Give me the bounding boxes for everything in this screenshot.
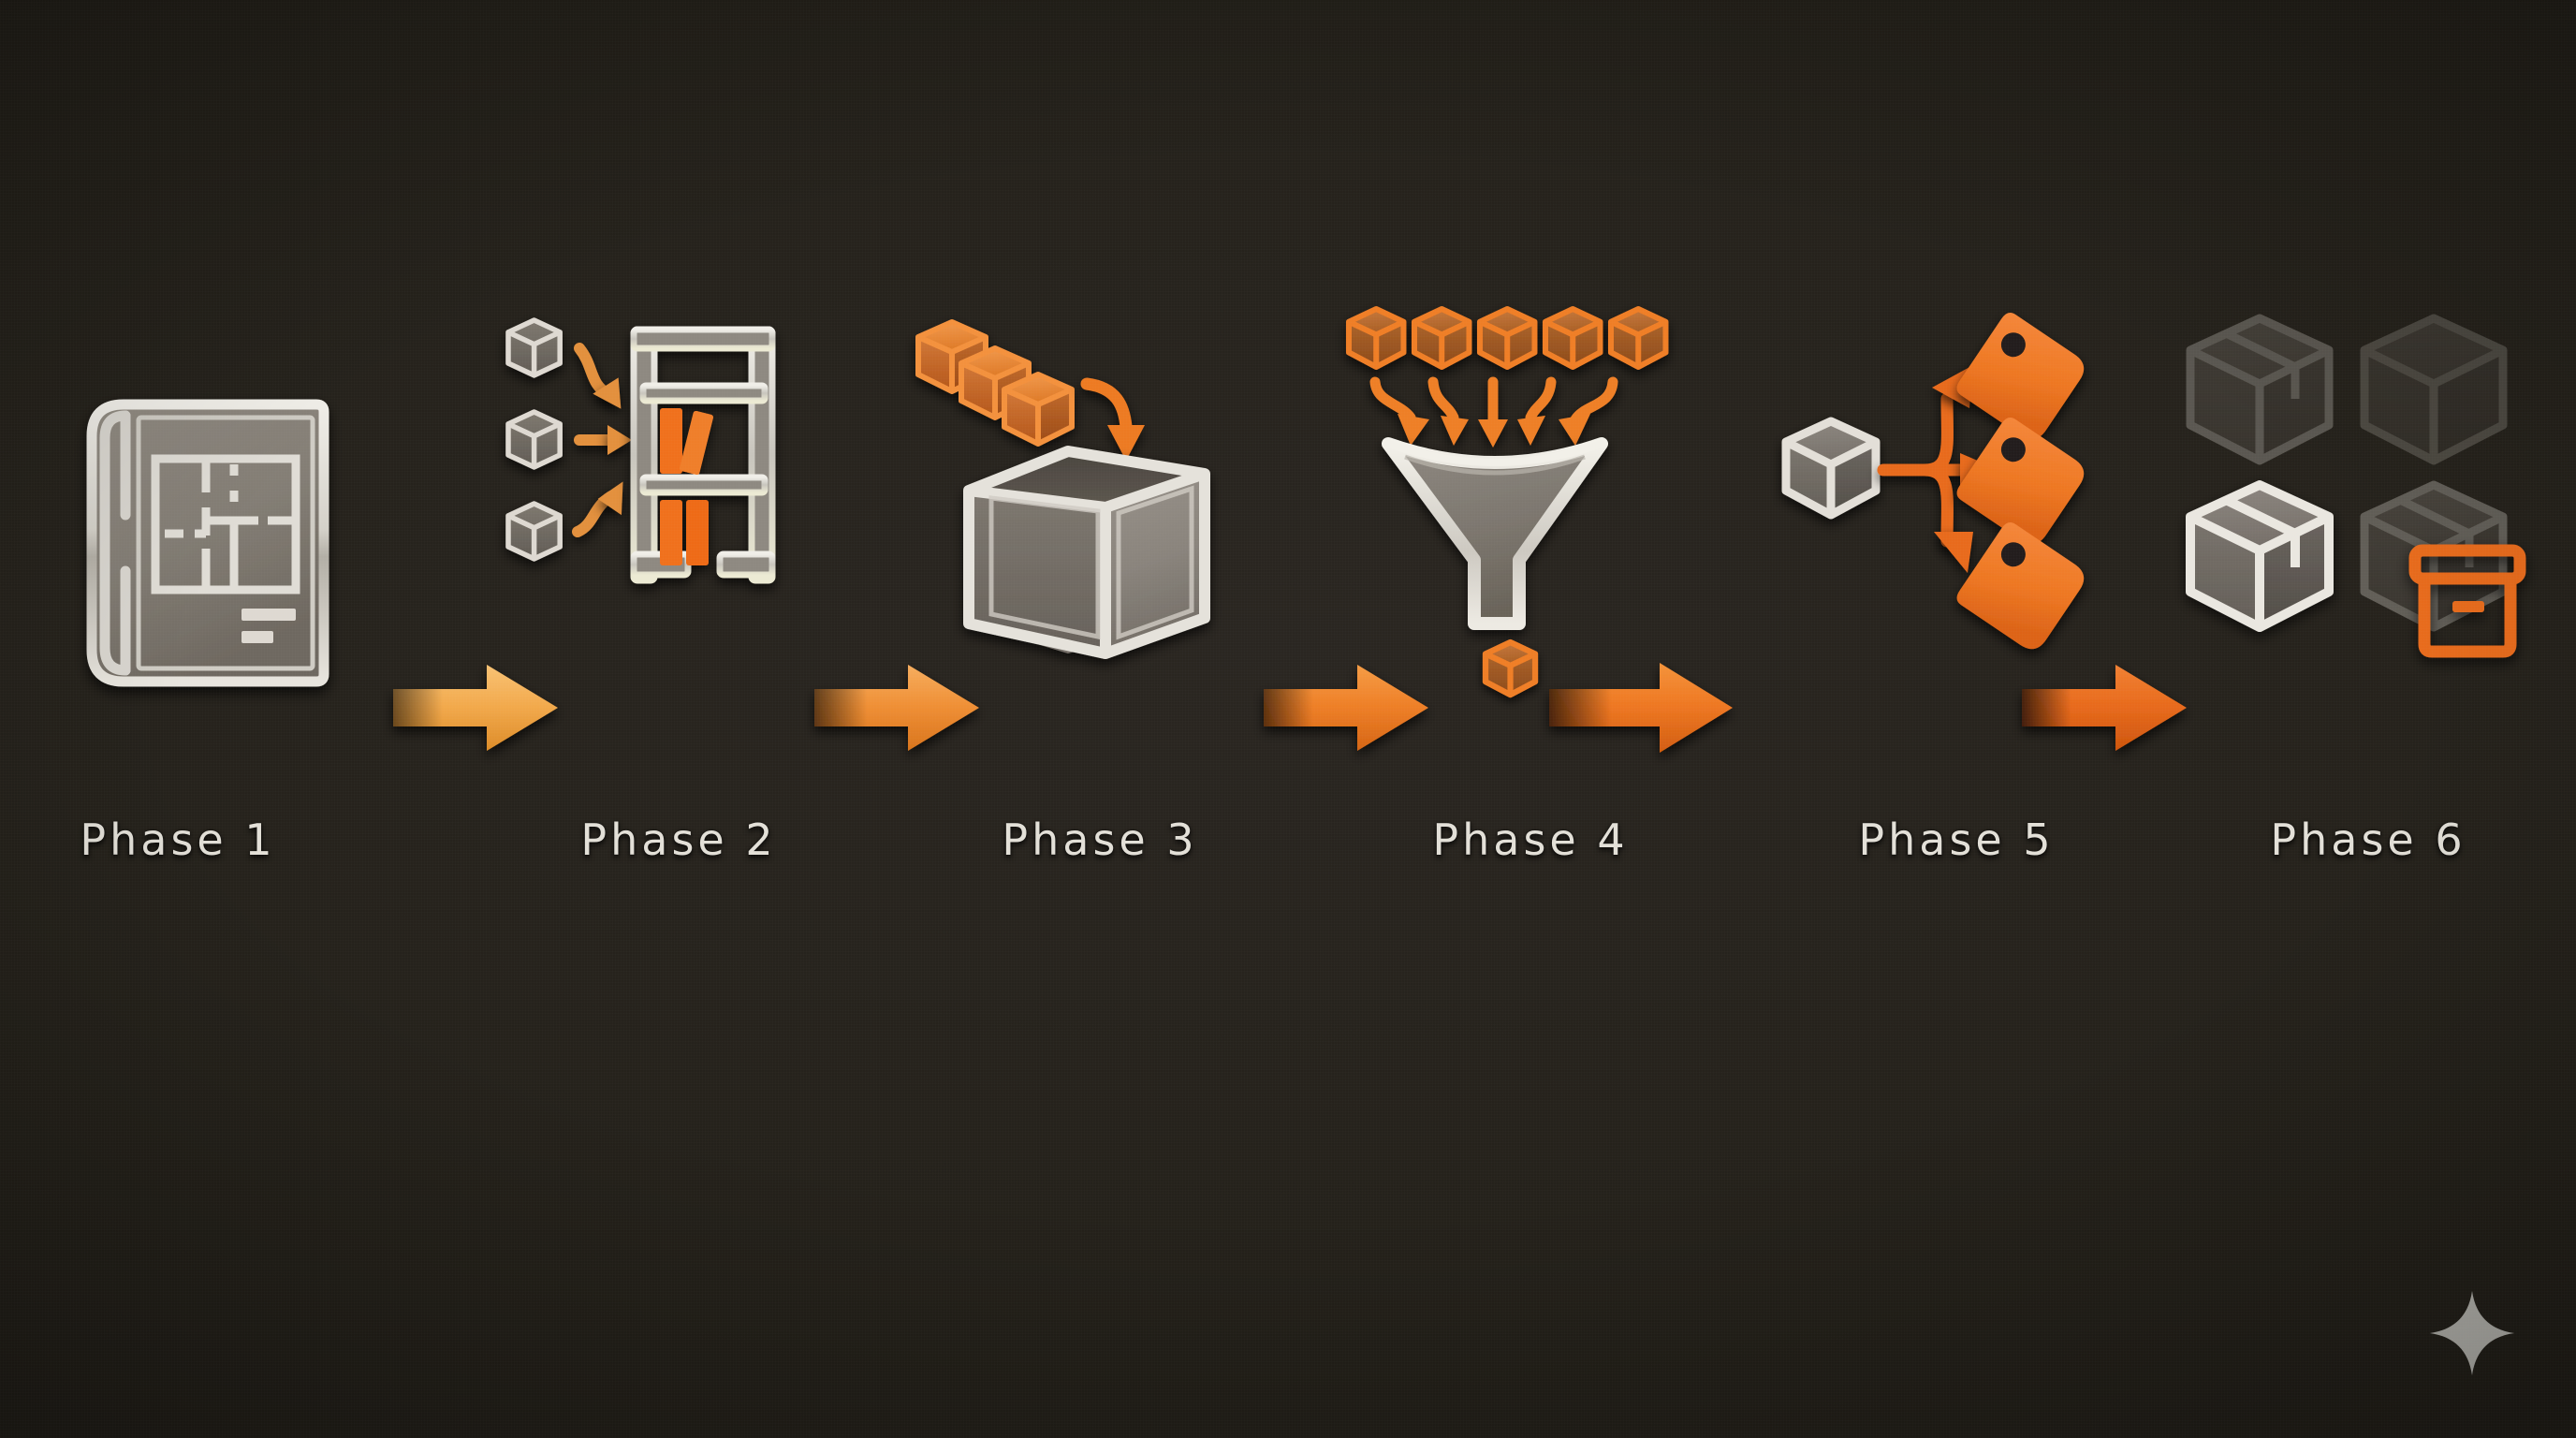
- open-crate-icon: [913, 309, 1287, 796]
- tagging-icon: [1769, 309, 2144, 796]
- connector-arrow-3: [1264, 655, 1432, 760]
- phase-group-2[interactable]: Phase 2: [491, 309, 866, 865]
- shelf-with-books-icon: [491, 309, 866, 796]
- phase-group-3[interactable]: Phase 3: [913, 309, 1287, 865]
- phase-group-4[interactable]: Phase 4: [1343, 305, 1718, 865]
- phase-group-6[interactable]: Phase 6: [2181, 309, 2555, 865]
- archive-boxes-icon: [2181, 309, 2555, 796]
- connector-arrow-1: [393, 655, 562, 760]
- phase-group-5[interactable]: Phase 5: [1769, 309, 2144, 865]
- sparkle-icon: [2428, 1289, 2516, 1377]
- phase-label-4: Phase 4: [1432, 814, 1629, 865]
- phase-label-6: Phase 6: [2270, 814, 2466, 865]
- phase-group-1[interactable]: Phase 1: [0, 309, 365, 865]
- phase-label-3: Phase 3: [1002, 814, 1198, 865]
- phase-label-2: Phase 2: [580, 814, 777, 865]
- phase-label-1: Phase 1: [80, 814, 276, 865]
- connector-arrow-5: [2022, 655, 2190, 760]
- blueprint-roll-icon: [0, 309, 365, 796]
- connector-arrow-4: [1549, 655, 1736, 760]
- connector-arrow-2: [814, 655, 983, 760]
- phase-label-5: Phase 5: [1858, 814, 2055, 865]
- funnel-icon: [1343, 305, 1718, 796]
